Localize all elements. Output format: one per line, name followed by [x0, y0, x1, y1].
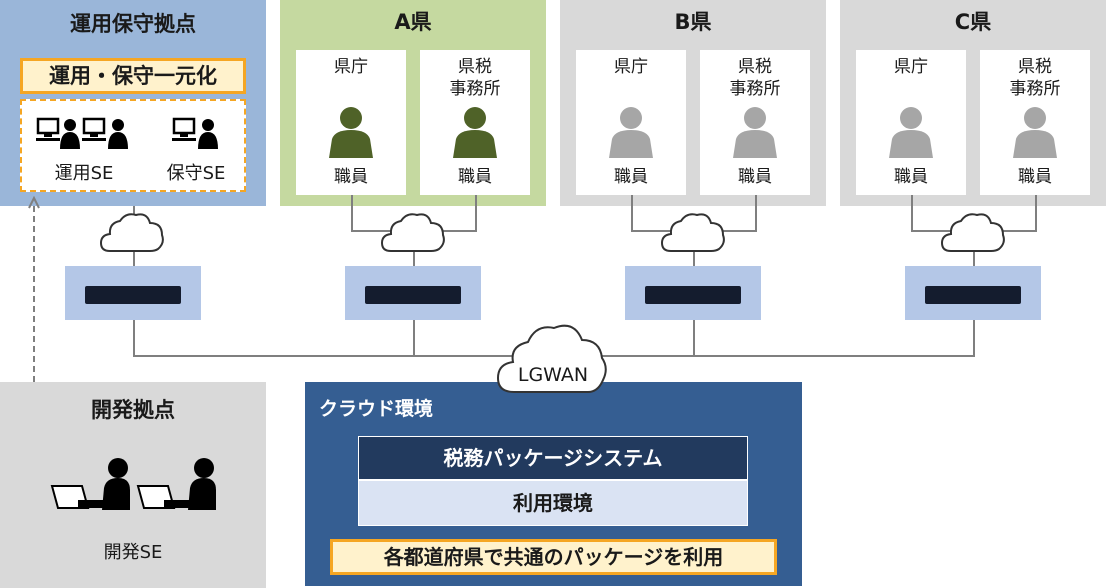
connector-line [973, 250, 975, 266]
prefecture-office: 県庁 職員 [296, 50, 406, 195]
connector-line [631, 195, 633, 231]
network-appliance [625, 266, 761, 320]
network-appliance [905, 266, 1041, 320]
connector-line [133, 250, 135, 266]
connector-line [631, 230, 671, 232]
connector-line [413, 250, 415, 266]
prefecture-panel-b: B県 県庁 職員 県税 事務所 職員 [560, 0, 826, 206]
connector-line [693, 250, 695, 266]
cloud-icon [660, 213, 725, 252]
dev-se-label: 開発SE [103, 542, 163, 563]
ops-se-workers-icon [36, 117, 128, 149]
connector-line [1035, 195, 1037, 231]
staff-person-icon [1013, 107, 1057, 158]
prefecture-office: 県庁 職員 [856, 50, 966, 195]
appliance-device-icon [925, 286, 1021, 304]
connector-line [755, 195, 757, 231]
network-appliance [65, 266, 201, 320]
connector-line [437, 230, 477, 232]
cloud-env-panel: クラウド環境 税務パッケージシステム 利用環境 各都道府県で共通のパッケージを利… [305, 382, 802, 586]
connector-line [133, 320, 135, 356]
tax-package-system: 税務パッケージシステム [358, 436, 748, 480]
dev-site-title: 開発拠点 [91, 398, 175, 422]
unified-label: 運用・保守一元化 [49, 64, 217, 88]
connector-line [133, 206, 135, 218]
connector-line [997, 230, 1037, 232]
prefecture-panel-c: C県 県庁 職員 県税 事務所 職員 [840, 0, 1106, 206]
developer-workers-icon [50, 458, 216, 510]
staff-person-icon [453, 107, 497, 158]
ops-se-label: 運用SE [54, 163, 114, 184]
prefecture-office: 県庁 職員 [576, 50, 686, 195]
tax-office: 県税 事務所 職員 [420, 50, 530, 195]
cloud-icon [940, 213, 1005, 252]
cloud-icon [99, 213, 164, 252]
staff-person-icon [609, 107, 653, 158]
staff-person-icon [329, 107, 373, 158]
maint-se-label: 保守SE [166, 163, 226, 184]
connector-line [717, 230, 757, 232]
prefecture-title: C県 [954, 10, 992, 34]
connector-line [413, 320, 415, 356]
prefecture-title: B県 [674, 10, 712, 34]
appliance-device-icon [645, 286, 741, 304]
ops-site-panel: 運用保守拠点 運用・保守一元化 運用SE 保守SE [0, 0, 266, 206]
network-appliance [345, 266, 481, 320]
connector-line [475, 195, 477, 231]
staff-person-icon [889, 107, 933, 158]
connector-line [351, 195, 353, 231]
cloud-icon [380, 213, 445, 252]
connector-line [693, 320, 695, 356]
connector-line [973, 320, 975, 356]
prefecture-panel-a: A県 県庁 職員 県税 事務所 職員 [280, 0, 546, 206]
connector-line [911, 195, 913, 231]
shared-package-label: 各都道府県で共通のパッケージを利用 [330, 539, 777, 575]
cloud-env-title: クラウド環境 [319, 398, 434, 420]
dev-site-panel: 開発拠点 開発SE [0, 382, 266, 588]
dashed-arrow-up [28, 195, 40, 382]
usage-environment: 利用環境 [358, 480, 748, 526]
appliance-device-icon [365, 286, 461, 304]
unified-label-box: 運用・保守一元化 [20, 58, 246, 94]
maint-se-worker-icon [172, 117, 218, 149]
ops-site-title: 運用保守拠点 [70, 12, 196, 36]
staff-person-icon [733, 107, 777, 158]
tax-office: 県税 事務所 職員 [700, 50, 810, 195]
prefecture-title: A県 [394, 10, 432, 34]
connector-line [351, 230, 391, 232]
connector-line [911, 230, 951, 232]
tax-office: 県税 事務所 職員 [980, 50, 1090, 195]
lgwan-cloud-icon [496, 324, 607, 393]
appliance-device-icon [85, 286, 181, 304]
ops-staff-box: 運用SE 保守SE [20, 99, 246, 192]
lgwan-label: LGWAN [517, 364, 589, 386]
